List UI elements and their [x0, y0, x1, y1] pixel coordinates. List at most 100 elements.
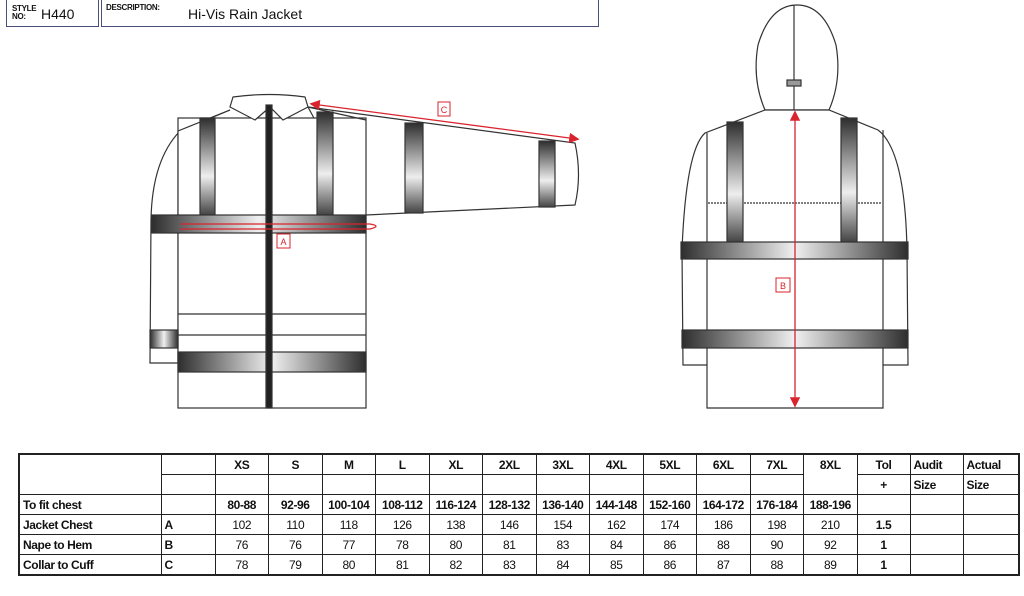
- size-header-xl: XL: [428, 453, 483, 475]
- description-box: DESCRIPTION: Hi-Vis Rain Jacket: [101, 0, 599, 27]
- row-code: A: [160, 514, 216, 535]
- style-number: H440: [41, 6, 75, 22]
- size-value: 188-196: [803, 494, 858, 515]
- size-value: 128-132: [482, 494, 537, 515]
- size-header-8xl: 8XL: [803, 453, 858, 495]
- garment-drawings: C A B: [149, 4, 909, 409]
- size-header-s: S: [268, 453, 323, 475]
- row-label: To fit chest: [18, 494, 162, 515]
- size-value: 92-96: [268, 494, 323, 515]
- tolerance: 1.5: [856, 514, 911, 535]
- measurement-a: A: [180, 223, 377, 249]
- size-value: 138: [428, 514, 483, 535]
- actual-cell[interactable]: [962, 554, 1020, 576]
- size-value: 116-124: [428, 494, 483, 515]
- size-value: 89: [803, 554, 858, 576]
- actual-cell[interactable]: [962, 534, 1020, 555]
- tol-header: Tol: [856, 453, 911, 475]
- size-value: 81: [375, 554, 430, 576]
- vertical-stripe-right: [316, 111, 334, 216]
- blank-cell: [160, 474, 216, 495]
- size-value: 86: [642, 554, 697, 576]
- tolerance: 1: [856, 554, 911, 576]
- size-value: 77: [321, 534, 376, 555]
- size-value: 78: [214, 554, 269, 576]
- size-value: 154: [535, 514, 590, 535]
- audit-cell[interactable]: [909, 494, 964, 515]
- size-value: 80: [428, 534, 483, 555]
- blank-cell: [375, 474, 430, 495]
- row-code: [160, 494, 216, 515]
- audit-cell[interactable]: [909, 554, 964, 576]
- size-header-xs: XS: [214, 453, 269, 475]
- measurement-b: B: [775, 110, 801, 408]
- size-header-2xl: 2XL: [482, 453, 537, 475]
- size-value: 80: [321, 554, 376, 576]
- row-label: Jacket Chest: [18, 514, 162, 535]
- description-value: Hi-Vis Rain Jacket: [188, 6, 303, 22]
- sleeve-band: [149, 329, 179, 349]
- size-value: 88: [696, 534, 751, 555]
- size-value: 84: [535, 554, 590, 576]
- hood: [755, 4, 839, 111]
- size-value: 83: [482, 554, 537, 576]
- size-value: 80-88: [214, 494, 269, 515]
- size-value: 152-160: [642, 494, 697, 515]
- size-header-3xl: 3XL: [535, 453, 590, 475]
- blank-cell: [428, 474, 483, 495]
- size-value: 88: [749, 554, 804, 576]
- size-value: 81: [482, 534, 537, 555]
- size-value: 164-172: [696, 494, 751, 515]
- size-header-5xl: 5XL: [642, 453, 697, 475]
- size-value: 186: [696, 514, 751, 535]
- blank-cell: [696, 474, 751, 495]
- blank-cell: [749, 474, 804, 495]
- tol-plus: +: [856, 474, 911, 495]
- left-sleeve: [149, 109, 231, 364]
- actual-size: Size: [962, 474, 1020, 495]
- blank-cell: [535, 474, 590, 495]
- blank-cell: [18, 453, 162, 495]
- zipper: [265, 104, 273, 409]
- size-value: 174: [642, 514, 697, 535]
- size-value: 198: [749, 514, 804, 535]
- actual-cell[interactable]: [962, 494, 1020, 515]
- size-value: 118: [321, 514, 376, 535]
- audit-cell[interactable]: [909, 534, 964, 555]
- size-header-4xl: 4XL: [589, 453, 644, 475]
- size-value: 86: [642, 534, 697, 555]
- blank-cell: [482, 474, 537, 495]
- audit-header: Audit: [909, 453, 964, 475]
- size-value: 79: [268, 554, 323, 576]
- actual-header: Actual: [962, 453, 1020, 475]
- size-value: 87: [696, 554, 751, 576]
- blank-cell: [160, 453, 216, 475]
- size-header-m: M: [321, 453, 376, 475]
- back-stripe-left: [726, 121, 744, 243]
- size-value: 82: [428, 554, 483, 576]
- size-value: 144-148: [589, 494, 644, 515]
- size-value: 126: [375, 514, 430, 535]
- label-a: A: [280, 237, 286, 247]
- label-c: C: [441, 105, 448, 115]
- size-header-7xl: 7XL: [749, 453, 804, 475]
- size-value: 102: [214, 514, 269, 535]
- cuff-stripe: [538, 140, 556, 208]
- audit-cell[interactable]: [909, 514, 964, 535]
- blank-cell: [268, 474, 323, 495]
- actual-cell[interactable]: [962, 514, 1020, 535]
- label-b: B: [780, 281, 786, 291]
- back-stripe-right: [840, 117, 858, 243]
- size-value: 76: [268, 534, 323, 555]
- audit-size: Size: [909, 474, 964, 495]
- size-value: 176-184: [749, 494, 804, 515]
- size-header-6xl: 6XL: [696, 453, 751, 475]
- size-value: 76: [214, 534, 269, 555]
- size-value: 110: [268, 514, 323, 535]
